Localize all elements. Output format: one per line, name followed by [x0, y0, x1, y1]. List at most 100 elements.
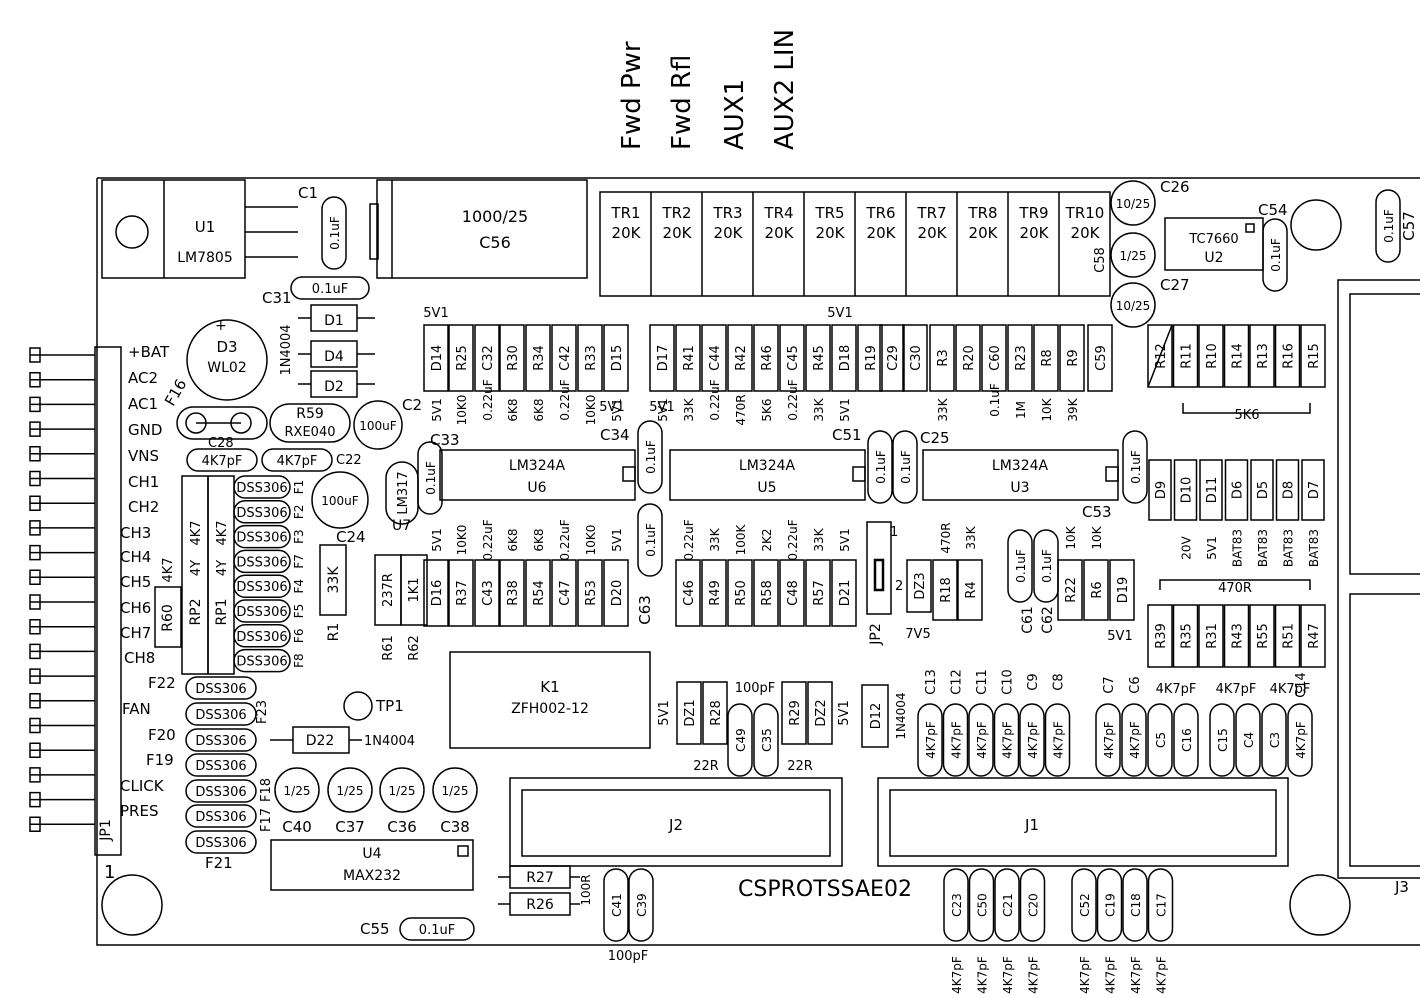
dss306-fuse: [185, 702, 257, 726]
dss306-fuse: [185, 830, 257, 854]
r28-resistor: [702, 681, 728, 745]
r18-resistor: [932, 559, 958, 621]
r28-ref: R28: [709, 700, 724, 726]
dss306-fuse: [185, 804, 257, 828]
mid-row-component: [474, 559, 500, 627]
top-row-value: 470R: [734, 394, 748, 425]
top-row-component: [525, 324, 551, 392]
c34-ref: C34: [600, 426, 630, 444]
ceramic-capacitor: [1261, 703, 1287, 777]
right-diode-ref: D8: [1282, 481, 1297, 499]
bottom-capacitor-value: 4K7pF: [1129, 956, 1143, 994]
dz1-ref: DZ1: [683, 699, 698, 726]
mid-row-value: 6K8: [506, 528, 520, 551]
top-row-value: 6K8: [506, 398, 520, 421]
c27-ref: C27: [1160, 276, 1190, 294]
mid-row-component: [423, 559, 449, 627]
r26-ref: R26: [526, 897, 554, 913]
u4-part: MAX232: [343, 868, 401, 884]
bottom-capacitor: [1147, 868, 1174, 942]
jp1-pin-label: AC2: [128, 369, 158, 387]
dz2-value: 5V1: [837, 700, 852, 725]
ceramic-capacitor: [1287, 703, 1313, 777]
r22-value: 10K: [1064, 525, 1078, 549]
top-row-ref: R3: [936, 349, 951, 366]
c35-capacitor: [753, 703, 779, 777]
right-diode-value: BAT83: [1307, 529, 1321, 567]
right-diode-ref: D9: [1154, 481, 1169, 499]
r29-resistor: [781, 681, 807, 745]
r18-ref: R18: [939, 577, 954, 603]
top-row-component: [902, 324, 928, 392]
electrolytic-ref: C36: [387, 818, 417, 836]
bottom-capacitor: [994, 868, 1020, 942]
r4-ref: R4: [964, 581, 979, 598]
dss306-fuse: [233, 648, 291, 673]
dss306-fuse-value: DSS306: [236, 605, 287, 620]
c22-ref: C22: [336, 453, 362, 468]
jp1-pin: [29, 618, 95, 635]
jp1-pin: [29, 544, 95, 561]
top-row-component: [577, 324, 603, 392]
trimmer-ref: TR6: [865, 204, 895, 222]
dss306-fuse-value: DSS306: [236, 531, 287, 546]
top-row-value: 6K8: [532, 398, 546, 421]
j3-ref: J3: [1394, 878, 1409, 896]
top-row-component: [649, 324, 675, 392]
c41-capacitor-value: C41: [610, 893, 624, 917]
right-resistor-ref: R15: [1307, 343, 1322, 369]
opamp-part: LM324A: [739, 458, 796, 474]
f18-ref: F18: [259, 778, 274, 802]
mid-row-ref: R54: [532, 580, 547, 606]
top-row-value: 0.1uF: [988, 383, 1002, 417]
resistor-470r: [1147, 604, 1173, 668]
r6-value: 10K: [1090, 525, 1104, 549]
bottom-capacitor-value: 4K7pF: [976, 956, 990, 994]
dss306-fuse-value: DSS306: [195, 785, 246, 800]
jp1-pin: [29, 643, 95, 660]
c33-capacitor: [417, 441, 443, 515]
resistor-470r-ref: R47: [1307, 623, 1322, 649]
jp1-pin-label: CH6: [120, 599, 151, 617]
electrolytic-ref: C40: [282, 818, 312, 836]
resistor-470r: [1198, 604, 1224, 668]
top-row-value: 1M: [1014, 401, 1028, 419]
c1-capacitor-value: 0.1uF: [328, 216, 342, 250]
dz3-diode: [906, 559, 932, 613]
r-5k6-value: 5K6: [1234, 408, 1259, 423]
c57-capacitor-value: 0.1uF: [1382, 209, 1396, 243]
top-row-ref: R34: [532, 345, 547, 371]
d22-part: 1N4004: [364, 734, 415, 749]
jp1-pin1: 1: [104, 862, 115, 883]
ceramic-capacitor-ref: C14: [1294, 672, 1309, 698]
top-row-component: [1059, 324, 1085, 392]
resistor-470r-ref: R51: [1282, 623, 1297, 649]
c2-value: 100uF: [359, 419, 397, 433]
jp1-pin: [29, 347, 95, 363]
r61-value: 237R: [381, 573, 396, 607]
r4-value: 33K: [964, 525, 978, 549]
trimmer-ref: TR7: [916, 204, 946, 222]
c51-ref: C51: [832, 426, 862, 444]
c54-capacitor-value: 0.1uF: [1269, 238, 1283, 272]
dss306-fuse: [185, 728, 257, 752]
jp1-pin: [29, 791, 95, 808]
f16-ref: F16: [161, 376, 190, 409]
resistor-470r: [1274, 604, 1301, 668]
jp1-pin-label: CH1: [128, 473, 159, 491]
jp1-pin-label: CH5: [120, 573, 151, 591]
ceramic-capacitor: [1121, 703, 1147, 777]
bottom-capacitor-value: C18: [1129, 893, 1143, 917]
trimmer-value: 20K: [969, 224, 999, 242]
right-diode-value: 5V1: [1205, 536, 1219, 559]
r4-resistor: [957, 559, 983, 621]
top-row-ref: R20: [962, 345, 977, 371]
r26-value: 100R: [579, 874, 593, 905]
ceramic-capacitor-value: 4K7pF: [1026, 721, 1040, 759]
ceramic-capacitor: [1044, 703, 1071, 777]
fuse-ref: F3: [292, 529, 306, 544]
c63-capacitor: [637, 503, 663, 577]
mid-row-component: [577, 559, 603, 627]
right-diode-value: BAT83: [1231, 529, 1245, 567]
electrolytic-value: 1/25: [337, 784, 364, 798]
